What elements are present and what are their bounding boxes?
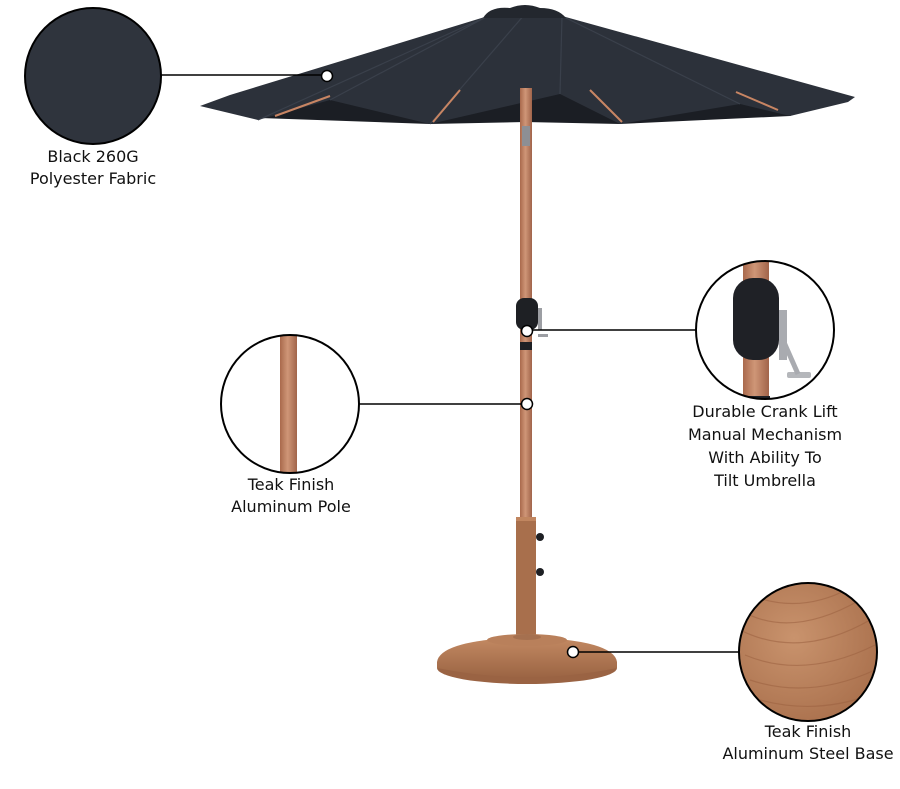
label-fabric-line-1: Black 260G <box>47 147 139 166</box>
label-base-line-1: Teak Finish <box>764 722 852 741</box>
label-base: Teak Finish Aluminum Steel Base <box>718 721 898 765</box>
label-crank-line-1: Durable Crank Lift <box>692 402 838 421</box>
label-crank-line-4: Tilt Umbrella <box>714 471 816 490</box>
label-fabric-line-2: Polyester Fabric <box>29 169 157 188</box>
label-crank-line-3: With Ability To <box>708 448 822 467</box>
callout-crank <box>520 260 835 400</box>
label-base-line-2: Aluminum Steel Base <box>722 744 894 763</box>
umbrella-pole <box>516 88 548 639</box>
umbrella-base <box>437 634 617 684</box>
label-crank-line-2: Manual Mechanism <box>687 425 843 444</box>
label-fabric: Black 260G Polyester Fabric <box>18 146 168 190</box>
label-pole-line-1: Teak Finish <box>247 475 335 494</box>
label-pole-line-2: Aluminum Pole <box>231 497 351 516</box>
label-pole: Teak Finish Aluminum Pole <box>216 474 366 518</box>
callout-pole <box>220 334 534 474</box>
callout-fabric <box>24 7 334 145</box>
label-crank: Durable Crank Lift Manual Mechanism With… <box>680 400 850 492</box>
callout-base <box>566 582 878 722</box>
